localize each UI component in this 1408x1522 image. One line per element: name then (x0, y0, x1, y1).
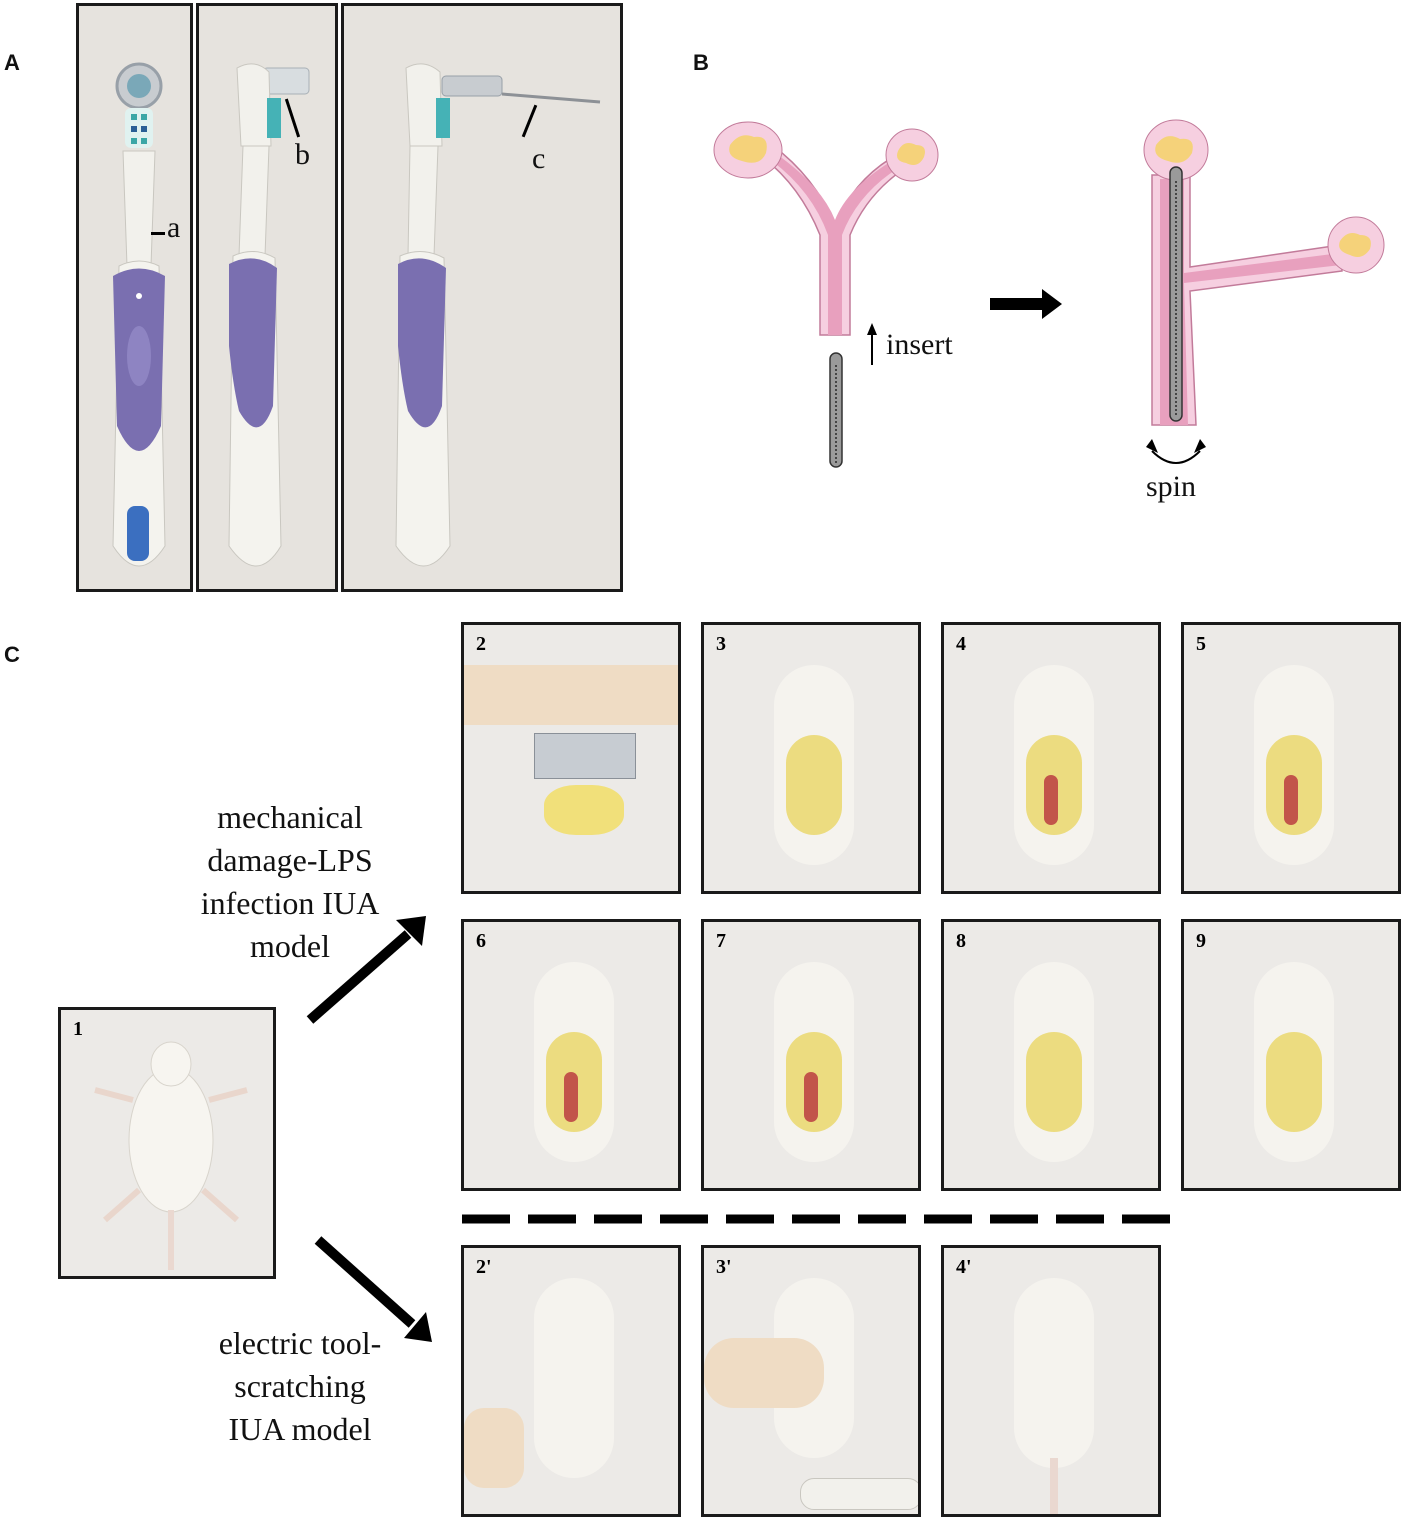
uterus-exposed (564, 1072, 578, 1122)
uterus-exposed (1044, 775, 1058, 825)
mouse-illustration (94, 1041, 248, 1270)
uterus-after (1143, 119, 1385, 426)
toothbrush-front-illustration (79, 6, 190, 589)
callout-c: c (532, 142, 546, 175)
mouse-body (534, 1278, 614, 1478)
caption-electric-line-3: IUA model (228, 1411, 372, 1447)
callout-a: a (167, 211, 181, 244)
shaved-area (1026, 1032, 1082, 1132)
razor-blade (534, 733, 636, 779)
caption-mechanical-line-1: mechanical (217, 799, 363, 835)
callout-a-line (151, 232, 165, 235)
photo-1-number: 1 (73, 1018, 83, 1040)
photo-6: 6 (461, 919, 681, 1191)
caption-electric-model: electric tool- scratching IUA model (190, 1322, 410, 1451)
callout-b: b (295, 138, 310, 171)
toothbrush-side-illustration (199, 6, 335, 589)
caption-mechanical-line-3: infection IUA (200, 885, 380, 921)
spin-label: spin (1146, 470, 1197, 503)
shaved-area (544, 785, 624, 835)
photo-4-number: 4 (956, 633, 966, 655)
photo-3-number: 3 (716, 633, 726, 655)
photo-1: 1 (58, 1007, 276, 1279)
glove (704, 1338, 824, 1408)
photo-5: 5 (1181, 622, 1401, 894)
photo-6-number: 6 (476, 930, 486, 952)
panel-label-c: C (4, 642, 20, 667)
photo-2-number: 2 (476, 633, 486, 655)
photo-8: 8 (941, 919, 1161, 1191)
transition-arrow (990, 289, 1062, 319)
glove (464, 1408, 524, 1488)
dashed-separator (462, 1214, 1178, 1224)
photo-9-number: 9 (1196, 930, 1206, 952)
uterus-exposed (804, 1072, 818, 1122)
caption-mechanical-line-4: model (250, 928, 330, 964)
photo-3-prime: 3' (701, 1245, 921, 1517)
uterus-before (713, 121, 939, 336)
photo-2: 2 (461, 622, 681, 894)
caption-mechanical-line-2: damage-LPS (207, 842, 373, 878)
caption-electric-line-2: scratching (234, 1368, 366, 1404)
glove (464, 665, 678, 725)
branch-arrows (306, 916, 432, 1342)
shaved-area (786, 735, 842, 835)
photo-5-number: 5 (1196, 633, 1206, 655)
photo-4: 4 (941, 622, 1161, 894)
toothbrush-needle-illustration (344, 6, 620, 589)
photo-8-number: 8 (956, 930, 966, 952)
photo-7: 7 (701, 919, 921, 1191)
photo-4-prime-number: 4' (956, 1256, 972, 1278)
photo-toothbrush-needle: c (341, 3, 623, 592)
mouse-body (1014, 1278, 1094, 1468)
photo-9: 9 (1181, 919, 1401, 1191)
photo-7-number: 7 (716, 930, 726, 952)
caption-electric-line-1: electric tool- (218, 1325, 382, 1361)
insert-label: insert (886, 328, 953, 361)
uterus-exposed (1284, 775, 1298, 825)
photo-3: 3 (701, 622, 921, 894)
scratching-rod (829, 352, 843, 468)
photo-3-prime-number: 3' (716, 1256, 732, 1278)
photo-4-prime: 4' (941, 1245, 1161, 1517)
photo-2-prime: 2' (461, 1245, 681, 1517)
panel-label-a: A (4, 50, 20, 75)
panel-label-b: B (693, 50, 709, 75)
photo-toothbrush-front: a (76, 3, 193, 592)
photo-toothbrush-side: b (196, 3, 338, 592)
uterus-schematic (713, 119, 1385, 468)
shaved-area (1266, 1032, 1322, 1132)
mouse-tail (1050, 1458, 1058, 1514)
caption-mechanical-model: mechanical damage-LPS infection IUA mode… (180, 796, 400, 968)
spin-arrow (1151, 450, 1201, 464)
photo-2-prime-number: 2' (476, 1256, 492, 1278)
toothbrush-handle (800, 1478, 918, 1510)
